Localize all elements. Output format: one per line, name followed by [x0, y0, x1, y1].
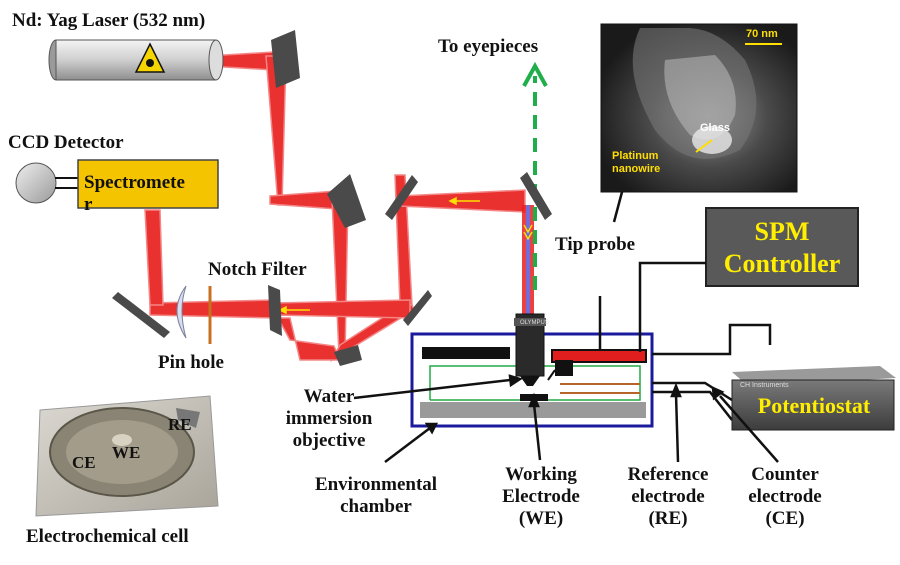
environmental-chamber-label: Environmental chamber: [314, 474, 438, 517]
reference-electrode-label: Reference electrode (RE): [627, 464, 709, 529]
water-immersion-objective: [514, 313, 546, 386]
sem-scale-bar-label: 70 nm: [746, 28, 778, 40]
laser-label: Nd: Yag Laser (532 nm): [12, 10, 206, 31]
spm-controller-box: [705, 207, 859, 287]
mirror-bottom: [334, 345, 362, 366]
electrochemical-cell-label: Electrochemical cell: [26, 526, 189, 547]
potentiostat-device: [731, 366, 896, 431]
potentiostat-brand: CH Instruments: [740, 382, 789, 389]
spectrometer-box: [77, 159, 219, 209]
cell-we-label: WE: [112, 443, 141, 462]
tip-probe-label: Tip probe: [555, 234, 636, 255]
mirror-notch: [268, 285, 282, 336]
notch-filter-label: Notch Filter: [208, 259, 307, 280]
objective-brand-label: OLYMPUS: [520, 320, 549, 326]
spectrometer-label: Spectromete r: [84, 172, 185, 215]
cell-ce-label: CE: [72, 453, 96, 472]
pinhole-lens: [176, 285, 187, 339]
mirror-1: [271, 30, 300, 88]
potentiostat-label: Potentiostat: [757, 393, 871, 418]
mirror-right-notch: [403, 290, 432, 326]
beam-to-objective-core: [526, 205, 530, 315]
beam-to-notch: [274, 299, 411, 319]
water-objective-label: Water immersion objective: [285, 386, 373, 451]
to-eyepieces-label: To eyepieces: [438, 36, 539, 57]
wiring: [598, 261, 772, 421]
sem-inset-image: [600, 23, 798, 193]
electrochemical-cell-image: [35, 395, 219, 517]
inset-pointer: [612, 191, 624, 223]
sem-glass-label: Glass: [700, 122, 730, 134]
mirror-3: [385, 175, 418, 220]
laser-source: [48, 39, 224, 81]
counter-electrode-label: Counter electrode (CE): [748, 464, 822, 529]
ccd-detector: [15, 162, 57, 204]
beam-spectrometer-down: [144, 209, 164, 306]
beam-direction-arrows: [278, 196, 533, 315]
mirror-4: [520, 172, 552, 220]
pin-hole-label: Pin hole: [158, 352, 224, 373]
spm-controller-label: SPM Controller: [723, 217, 841, 278]
mirror-pinhole: [112, 292, 170, 338]
annotation-pointers: [353, 374, 779, 463]
beam-to-pinhole: [149, 299, 276, 319]
working-electrode-label: Working Electrode (WE): [502, 464, 580, 529]
beam-up-to-spectrometer: [276, 317, 342, 361]
ccd-detector-label: CCD Detector: [8, 132, 124, 153]
mirror-2: [327, 174, 366, 228]
eyepiece-arrow-head: [522, 61, 548, 87]
sem-platinum-label: Platinum nanowire: [612, 150, 661, 175]
cell-re-label: RE: [168, 415, 192, 434]
laser-warning-icon: [134, 42, 166, 73]
mirrors: [112, 30, 552, 366]
